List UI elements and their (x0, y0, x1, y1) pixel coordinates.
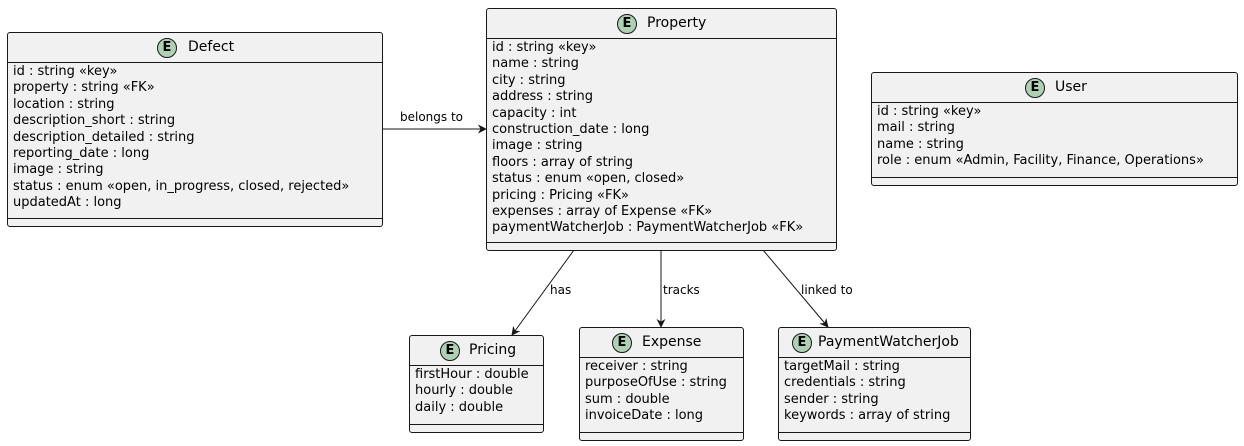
entity-stereotype-icon: E (157, 38, 177, 58)
entity-header: E User (872, 73, 1237, 103)
entity-attributes: firstHour : double hourly : double daily… (410, 366, 543, 416)
attribute-row: mail : string (877, 120, 955, 136)
entity-stereotype-icon: E (617, 14, 637, 34)
entity-stereotype-icon: E (612, 333, 632, 353)
entity-user[interactable]: E User id : string «key» mail : string n… (871, 72, 1238, 186)
entity-methods-divider (487, 242, 836, 243)
attribute-row: keywords : array of string (784, 408, 951, 424)
entity-title: PaymentWatcherJob (818, 334, 959, 350)
entity-header: E Expense (580, 328, 743, 358)
attribute-row: daily : double (415, 399, 504, 415)
entity-header: E Property (487, 9, 836, 39)
entity-stereotype-icon: E (792, 333, 812, 353)
attribute-row: id : string «key» (492, 40, 597, 55)
attribute-row: reporting_date : long (13, 146, 150, 162)
entity-title: User (1055, 79, 1087, 95)
attribute-row: image : string (492, 138, 583, 154)
attribute-row: image : string (13, 162, 104, 178)
entity-property[interactable]: E Property id : string «key» name : stri… (486, 8, 837, 251)
attribute-row: targetMail : string (784, 359, 900, 374)
entity-stereotype-icon: E (1025, 78, 1045, 98)
relation-label-belongs-to: belongs to (400, 110, 464, 124)
relation-label-linked-to: linked to (801, 283, 853, 297)
attribute-row: construction_date : long (492, 122, 650, 138)
edge-property-paymentwatcherjob (762, 249, 829, 328)
entity-title: Defect (188, 39, 235, 55)
attribute-row: id : string «key» (13, 64, 118, 79)
entity-attributes: id : string «key» mail : string name : s… (872, 103, 1237, 170)
attribute-row: property : string «FK» (13, 80, 155, 96)
attribute-row: floors : array of string (492, 154, 634, 170)
entity-pricing[interactable]: E Pricing firstHour : double hourly : do… (409, 335, 544, 433)
attribute-row: sum : double (585, 391, 670, 407)
relation-label-tracks: tracks (663, 283, 700, 297)
entity-methods-divider (410, 424, 543, 425)
entity-methods-divider (872, 177, 1237, 178)
relation-label-has: has (550, 283, 572, 297)
edge-property-pricing (511, 249, 575, 336)
entity-stereotype-icon: E (440, 341, 460, 361)
attribute-row: role : enum «Admin, Facility, Finance, O… (877, 153, 1204, 169)
attribute-row: capacity : int (492, 105, 577, 121)
attribute-row: sender : string (784, 391, 879, 407)
attribute-row: city : string (492, 72, 566, 88)
entity-paymentwatcherjob[interactable]: E PaymentWatcherJob targetMail : string … (778, 327, 971, 441)
entity-attributes: targetMail : string credentials : string… (779, 358, 970, 425)
entity-expense[interactable]: E Expense receiver : string purposeOfUse… (579, 327, 744, 441)
attribute-row: description_detailed : string (13, 129, 195, 145)
entity-methods-divider (580, 432, 743, 433)
attribute-row: receiver : string (585, 359, 688, 374)
entity-title: Expense (642, 334, 702, 350)
attribute-row: paymentWatcherJob : PaymentWatcherJob «F… (492, 220, 804, 236)
attribute-row: updatedAt : long (13, 195, 122, 211)
entity-title: Pricing (469, 342, 517, 358)
attribute-row: hourly : double (415, 383, 514, 399)
entity-defect[interactable]: E Defect id : string «key» property : st… (7, 32, 383, 227)
attribute-row: credentials : string (784, 375, 906, 391)
attribute-row: purposeOfUse : string (585, 375, 727, 391)
attribute-row: status : enum «open, in_progress, closed… (13, 178, 350, 194)
attribute-row: firstHour : double (415, 367, 529, 382)
attribute-row: address : string (492, 89, 594, 105)
attribute-row: location : string (13, 96, 115, 112)
attribute-row: status : enum «open, closed» (492, 171, 685, 187)
entity-methods-divider (8, 218, 382, 219)
attribute-row: name : string (492, 56, 579, 72)
entity-attributes: id : string «key» name : string city : s… (487, 39, 836, 237)
entity-header: E Defect (8, 33, 382, 63)
entity-header: E Pricing (410, 336, 543, 366)
attribute-row: invoiceDate : long (585, 408, 704, 424)
entity-attributes: receiver : string purposeOfUse : string … (580, 358, 743, 425)
entity-attributes: id : string «key» property : string «FK»… (8, 63, 382, 212)
entity-methods-divider (779, 432, 970, 433)
attribute-row: pricing : Pricing «FK» (492, 187, 629, 203)
attribute-row: expenses : array of Expense «FK» (492, 204, 713, 220)
attribute-row: id : string «key» (877, 104, 982, 119)
attribute-row: name : string (877, 136, 964, 152)
entity-header: E PaymentWatcherJob (779, 328, 970, 358)
attribute-row: description_short : string (13, 113, 176, 129)
entity-title: Property (647, 15, 707, 31)
